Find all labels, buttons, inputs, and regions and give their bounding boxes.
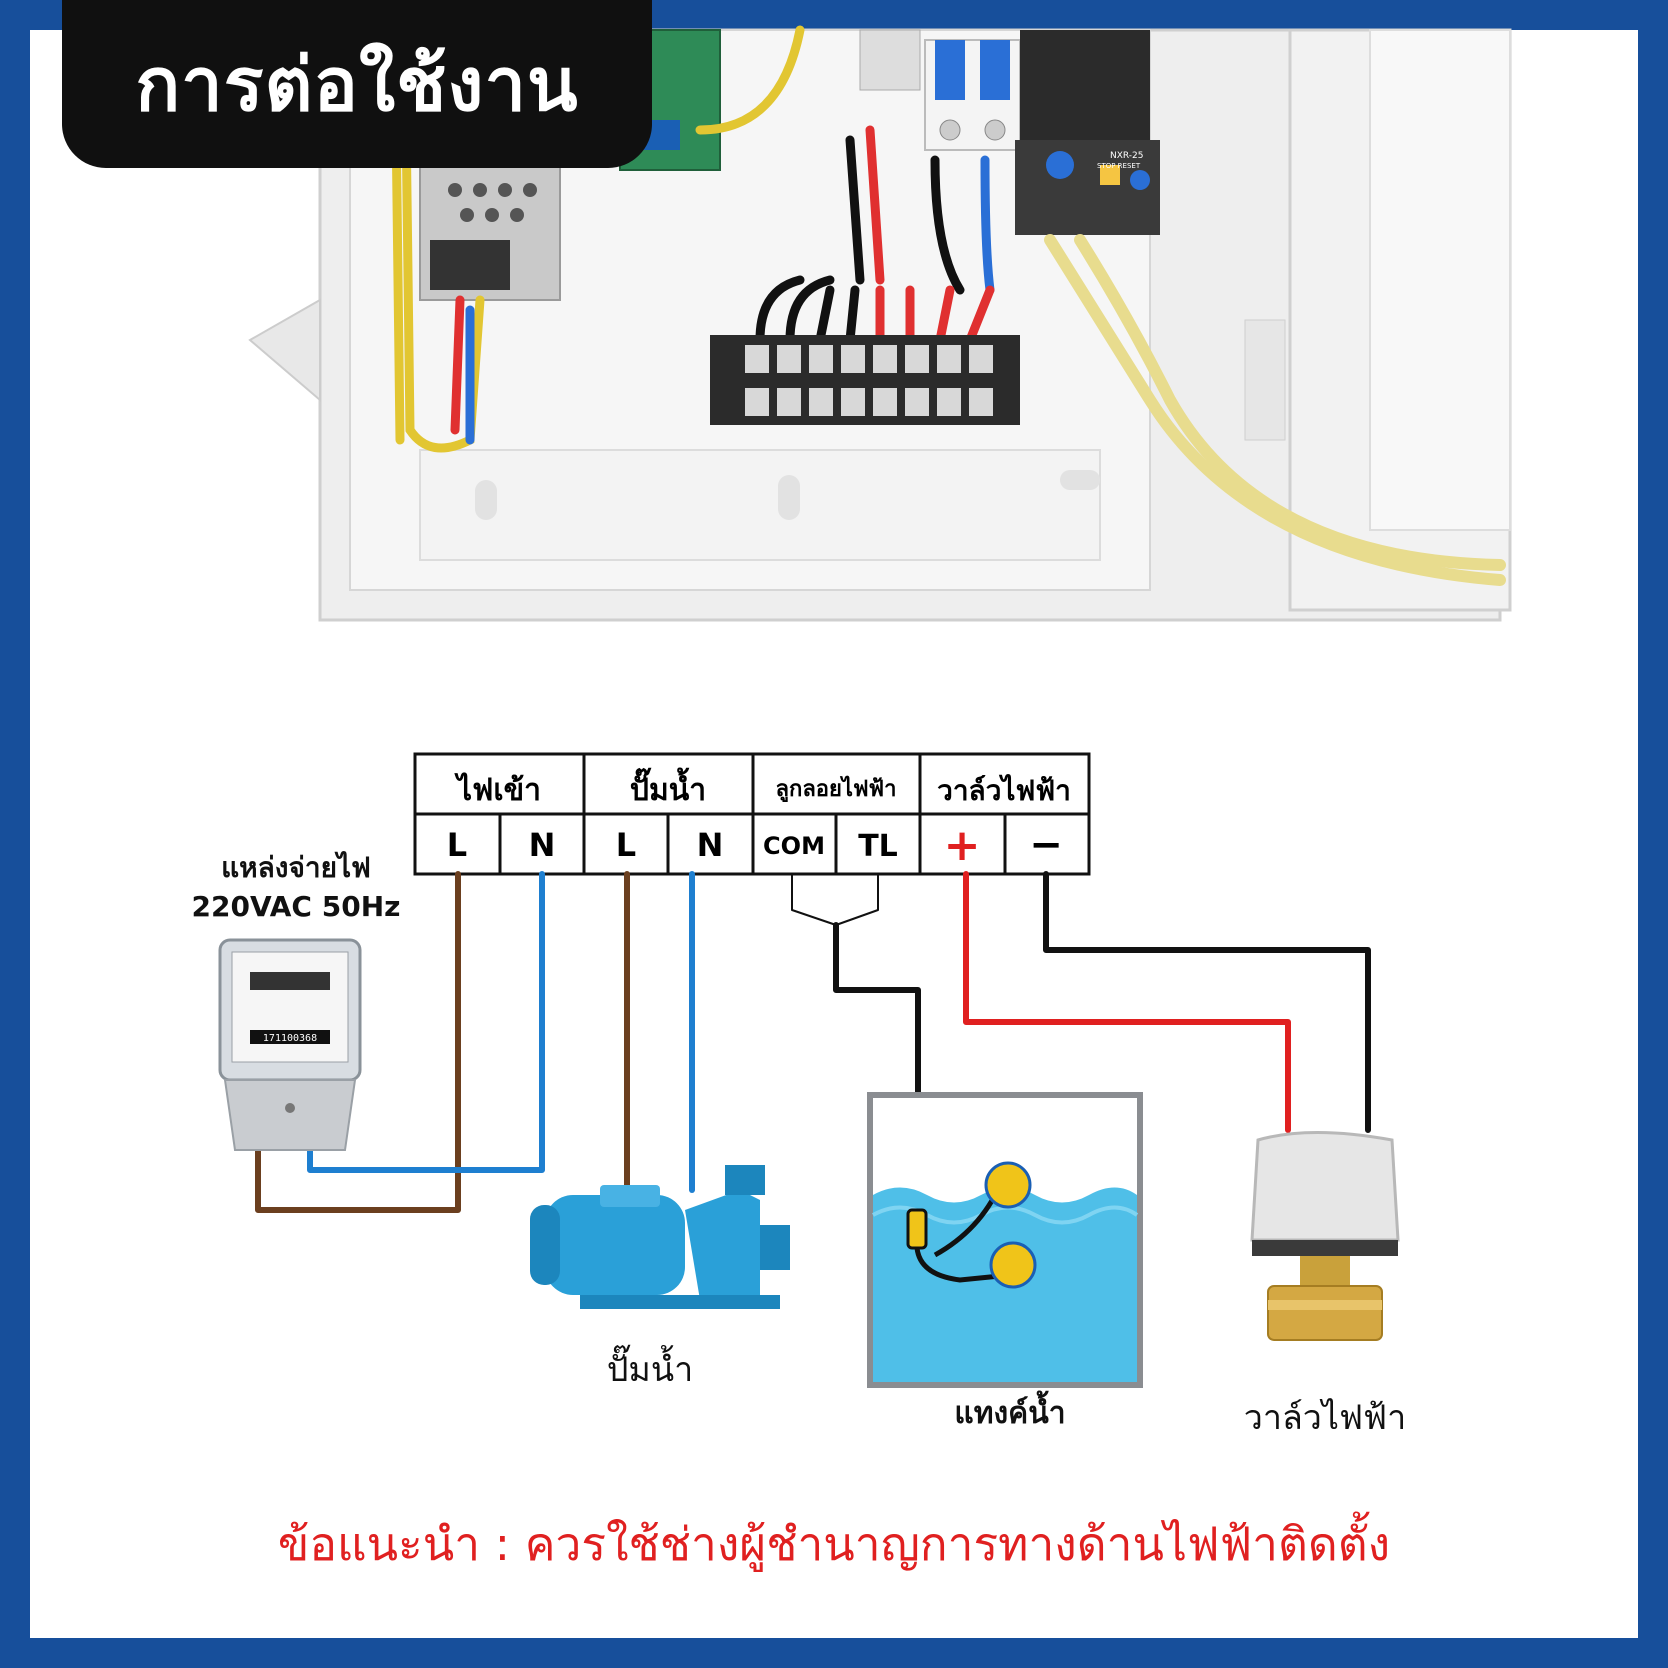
motorized-valve <box>1250 1131 1400 1341</box>
group-label-float-switch: ลูกลอยไฟฟ้า <box>776 775 897 803</box>
terminal-label: N <box>529 826 556 864</box>
wire-power-L <box>255 871 461 1213</box>
terminal-label: L <box>447 826 467 864</box>
relay-label: NXR-25 <box>1110 151 1144 161</box>
water-tank <box>867 1092 1143 1388</box>
relay-buttons-label: STOP RESET <box>1097 162 1141 170</box>
terminal-table: ไฟเข้า ปั๊มน้ำ ลูกลอยไฟฟ้า วาล์วไฟฟ้า L … <box>413 752 1091 876</box>
wire-valve-minus <box>1043 871 1371 1133</box>
wire-float-com <box>791 873 837 926</box>
control-box: NXR-25 STOP RESET <box>248 25 1512 622</box>
valve-label: วาล์วไฟฟ้า <box>1243 1398 1407 1438</box>
power-source-spec: 220VAC 50Hz <box>191 890 401 923</box>
group-label-valve: วาล์วไฟฟ้า <box>937 774 1071 807</box>
wire-power-N <box>307 871 545 1173</box>
terminal-label: L <box>616 826 636 864</box>
electric-meter: 171100368 <box>218 938 362 1151</box>
wire-valve-plus <box>963 871 1291 1133</box>
power-source-label: แหล่งจ่ายไฟ <box>221 851 371 884</box>
tank-label: แทงค์น้ำ <box>954 1396 1066 1431</box>
group-label-power-in: ไฟเข้า <box>454 772 541 808</box>
pump-label: ปั๊มน้ำ <box>606 1350 694 1390</box>
terminal-label: TL <box>858 829 898 864</box>
meter-number: 171100368 <box>263 1033 317 1044</box>
terminal-label-plus: + <box>944 820 981 871</box>
title-tab: การต่อใช้งาน <box>62 0 652 168</box>
terminal-label: COM <box>763 832 825 860</box>
group-label-pump: ปั๊มน้ำ <box>630 767 706 808</box>
page-title: การต่อใช้งาน <box>135 42 579 128</box>
terminal-label-minus: − <box>1029 822 1063 868</box>
terminal-label: N <box>697 826 724 864</box>
wire-float-tl <box>835 873 879 926</box>
installation-note: ข้อแนะนำ : ควรใช้ช่างผู้ชำนาญการทางด้านไ… <box>277 1517 1391 1571</box>
water-pump <box>530 1165 790 1309</box>
